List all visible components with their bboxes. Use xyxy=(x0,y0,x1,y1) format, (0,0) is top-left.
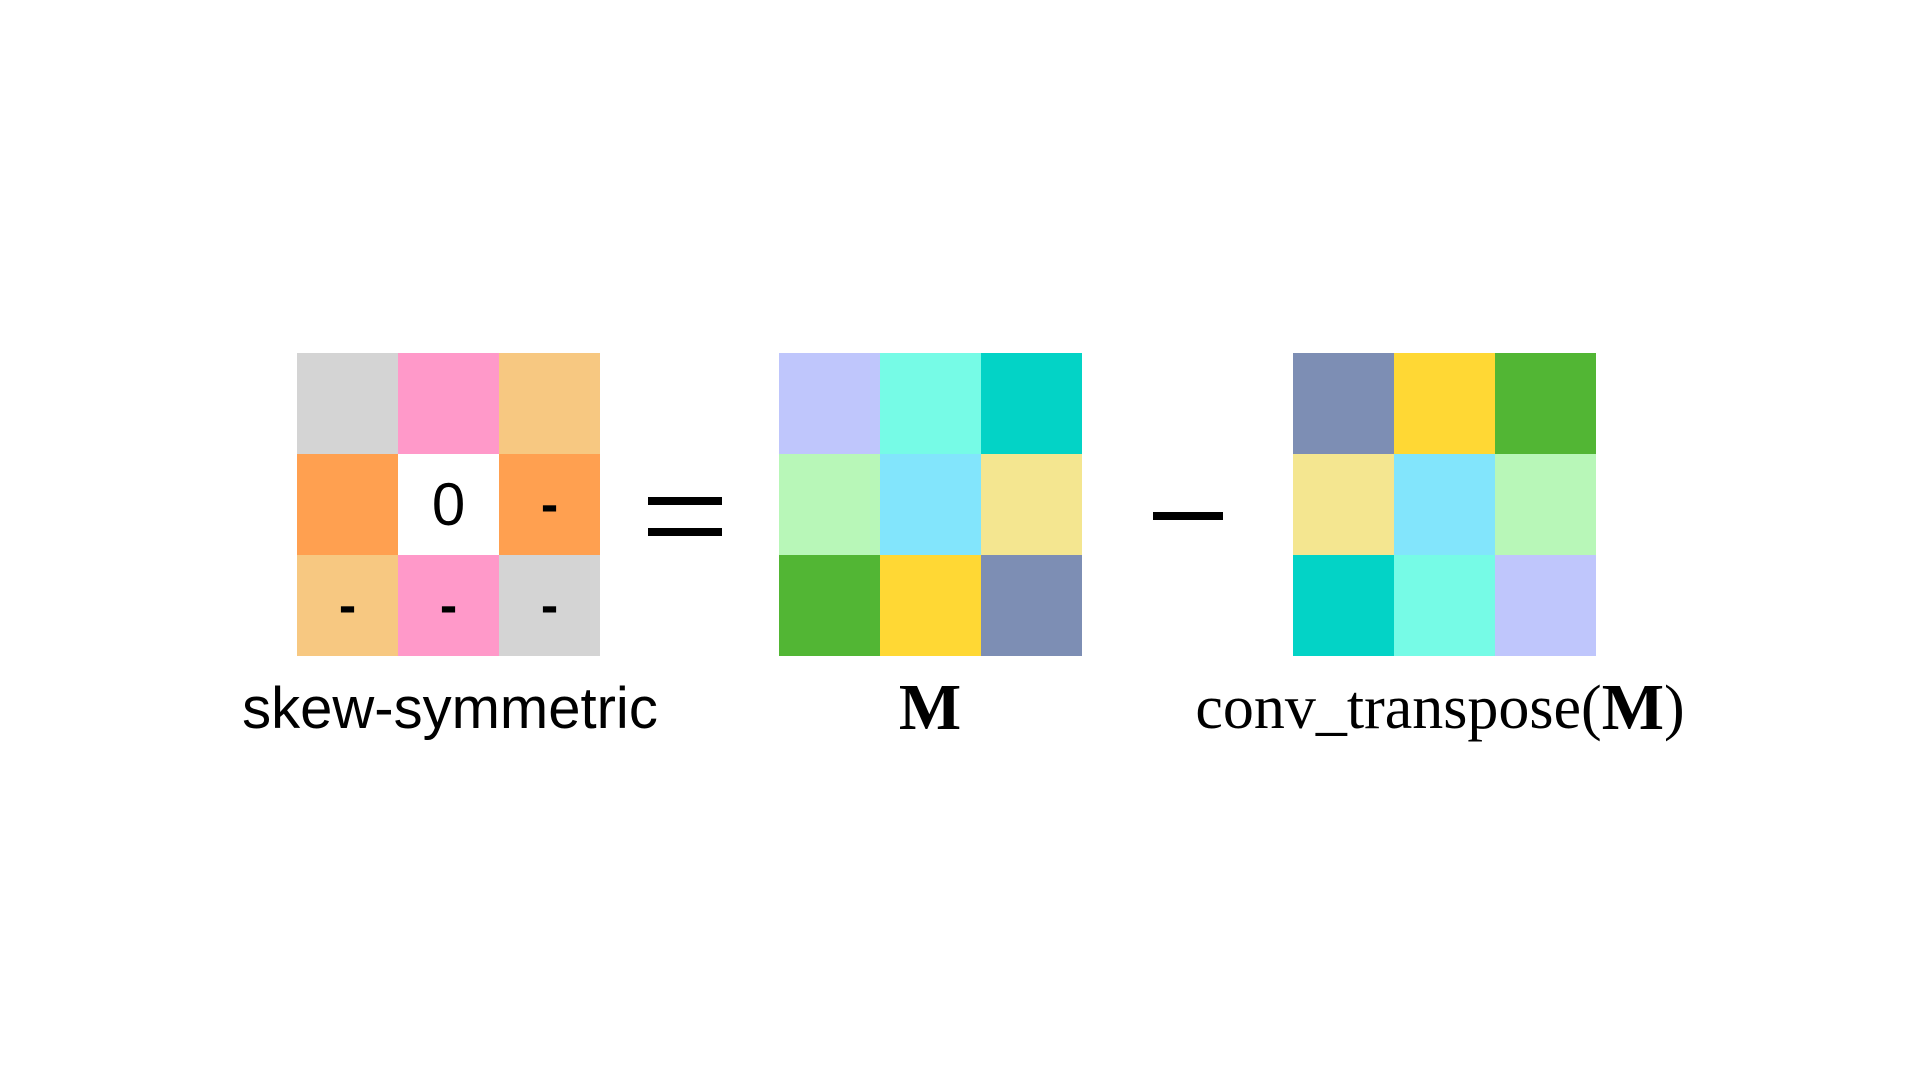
conv-transpose-caption-suffix: ) xyxy=(1663,673,1685,742)
conv-transpose-caption-m: M xyxy=(1601,671,1664,744)
skew-cell-0-1 xyxy=(398,353,499,454)
skew-cell-2-2-text: - xyxy=(540,576,559,635)
ct-cell-0-0 xyxy=(1293,353,1394,454)
m-caption: M xyxy=(898,671,962,744)
skew-cell-2-2: - xyxy=(499,555,600,656)
equals-operator xyxy=(648,497,722,537)
m-matrix xyxy=(779,353,1082,656)
skew-cell-2-0: - xyxy=(297,555,398,656)
skew-cell-2-0-text: - xyxy=(338,576,357,635)
ct-cell-1-2 xyxy=(1495,454,1596,555)
ct-cell-0-2 xyxy=(1495,353,1596,454)
skew-cell-1-1-text: 0 xyxy=(431,470,466,538)
skew-cell-1-2: - xyxy=(499,454,600,555)
equals-bar-top xyxy=(648,497,722,505)
m-cell-2-0 xyxy=(779,555,880,656)
skew-cell-1-1: 0 xyxy=(398,454,499,555)
skew-cell-0-0 xyxy=(297,353,398,454)
ct-cell-2-1 xyxy=(1394,555,1495,656)
m-cell-2-2 xyxy=(981,555,1082,656)
m-cell-0-1 xyxy=(880,353,981,454)
minus-operator xyxy=(1153,512,1223,520)
ct-cell-2-0 xyxy=(1293,555,1394,656)
skew-cell-2-1: - xyxy=(398,555,499,656)
conv-transpose-caption: conv_transpose(M) xyxy=(1140,668,1740,748)
skew-cell-2-1-text: - xyxy=(439,576,458,635)
conv-transpose-matrix xyxy=(1293,353,1596,656)
ct-cell-0-1 xyxy=(1394,353,1495,454)
m-cell-0-0 xyxy=(779,353,880,454)
skew-cell-0-2 xyxy=(499,353,600,454)
ct-cell-1-1 xyxy=(1394,454,1495,555)
m-cell-1-2 xyxy=(981,454,1082,555)
m-cell-2-1 xyxy=(880,555,981,656)
m-cell-1-0 xyxy=(779,454,880,555)
skew-cell-1-0 xyxy=(297,454,398,555)
equals-bar-bottom xyxy=(648,528,722,536)
ct-cell-1-0 xyxy=(1293,454,1394,555)
m-cell-0-2 xyxy=(981,353,1082,454)
ct-cell-2-2 xyxy=(1495,555,1596,656)
skew-cell-1-2-text: - xyxy=(540,475,559,534)
conv-transpose-caption-prefix: conv_transpose( xyxy=(1195,673,1602,742)
skew-symmetric-matrix: 0 - - - - xyxy=(297,353,600,656)
skew-symmetric-caption: skew-symmetric xyxy=(242,675,658,741)
m-cell-1-1 xyxy=(880,454,981,555)
